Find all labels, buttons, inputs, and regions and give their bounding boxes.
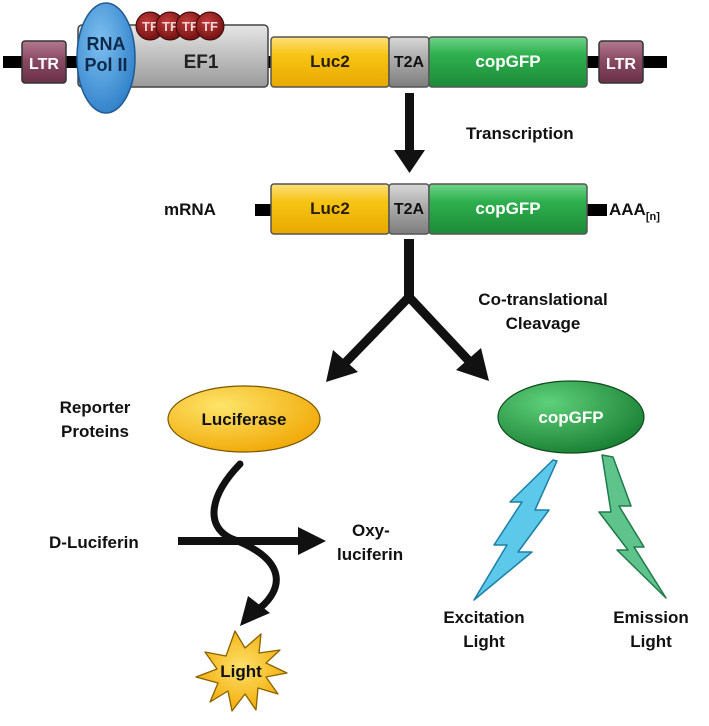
emission-label-line1: Emission (613, 608, 689, 627)
ltr-left-box: LTR (21, 40, 67, 84)
tf-circle: TF (195, 11, 225, 41)
excitation-bolt-icon (473, 459, 558, 601)
transcription-arrow (394, 93, 425, 173)
reporter-label-line2: Proteins (61, 422, 129, 441)
tf-label: TF (162, 19, 178, 34)
t2a-box: T2A (388, 36, 430, 88)
emission-bolt-icon (598, 454, 667, 599)
mrna-luc2-label: Luc2 (310, 199, 350, 218)
polya-tail-label: AAA[n] (609, 200, 660, 223)
copgfp-protein: copGFP (497, 380, 645, 454)
rna-pol-ii-ellipse: RNA Pol II (76, 2, 136, 114)
cleavage-label-line1: Co-translational (478, 290, 607, 309)
substrate-label: D-Luciferin (49, 533, 139, 552)
excitation-label-line2: Light (463, 632, 505, 651)
mrna-copgfp-box: copGFP (428, 183, 588, 235)
pol-label-line2: Pol II (84, 55, 127, 75)
product-label-line1: Oxy- (352, 521, 390, 540)
ltr-right-box: LTR (598, 40, 644, 84)
luc2-label: Luc2 (310, 52, 350, 71)
luciferase-protein: Luciferase (167, 385, 321, 453)
product-label-line2: luciferin (337, 545, 403, 564)
mrna-t2a-label: T2A (394, 201, 425, 218)
tf-label: TF (202, 19, 218, 34)
reporter-label-line1: Reporter (60, 398, 131, 417)
t2a-label: T2A (394, 54, 425, 71)
copgfp-label: copGFP (475, 52, 540, 71)
mrna-copgfp-label: copGFP (475, 199, 540, 218)
tf-circle: TF (175, 11, 205, 41)
luciferase-reaction-arrows (178, 460, 326, 626)
tf-label: TF (142, 19, 158, 34)
copgfp-protein-label: copGFP (538, 408, 603, 427)
excitation-label-line1: Excitation (443, 608, 524, 627)
light-label: Light (220, 662, 262, 681)
mrna-construct: mRNA Luc2 T2A copGFP AAA[n] (164, 183, 660, 235)
luc2-gene-box: Luc2 (270, 36, 390, 88)
pol-label-line1: RNA (87, 34, 126, 54)
transcription-label: Transcription (466, 124, 574, 143)
cleavage-fork-arrows (326, 239, 489, 382)
cleavage-label-line2: Cleavage (506, 314, 581, 333)
tf-circle: TF (155, 11, 185, 41)
copgfp-gene-box: copGFP (428, 36, 588, 88)
mrna-t2a-box: T2A (388, 183, 430, 235)
tf-circle: TF (135, 11, 165, 41)
mrna-luc2-box: Luc2 (270, 183, 390, 235)
luciferase-label: Luciferase (201, 410, 286, 429)
ltr-left-label: LTR (29, 56, 59, 73)
tf-label: TF (182, 19, 198, 34)
emission-label-line2: Light (630, 632, 672, 651)
dna-construct: LTR EF1 TF TF TF TF (3, 2, 667, 114)
mrna-label: mRNA (164, 200, 216, 219)
ef1-label: EF1 (184, 52, 219, 73)
light-burst: Light (195, 630, 288, 712)
tf-cluster: TF TF TF TF (135, 11, 225, 41)
ltr-right-label: LTR (606, 56, 636, 73)
